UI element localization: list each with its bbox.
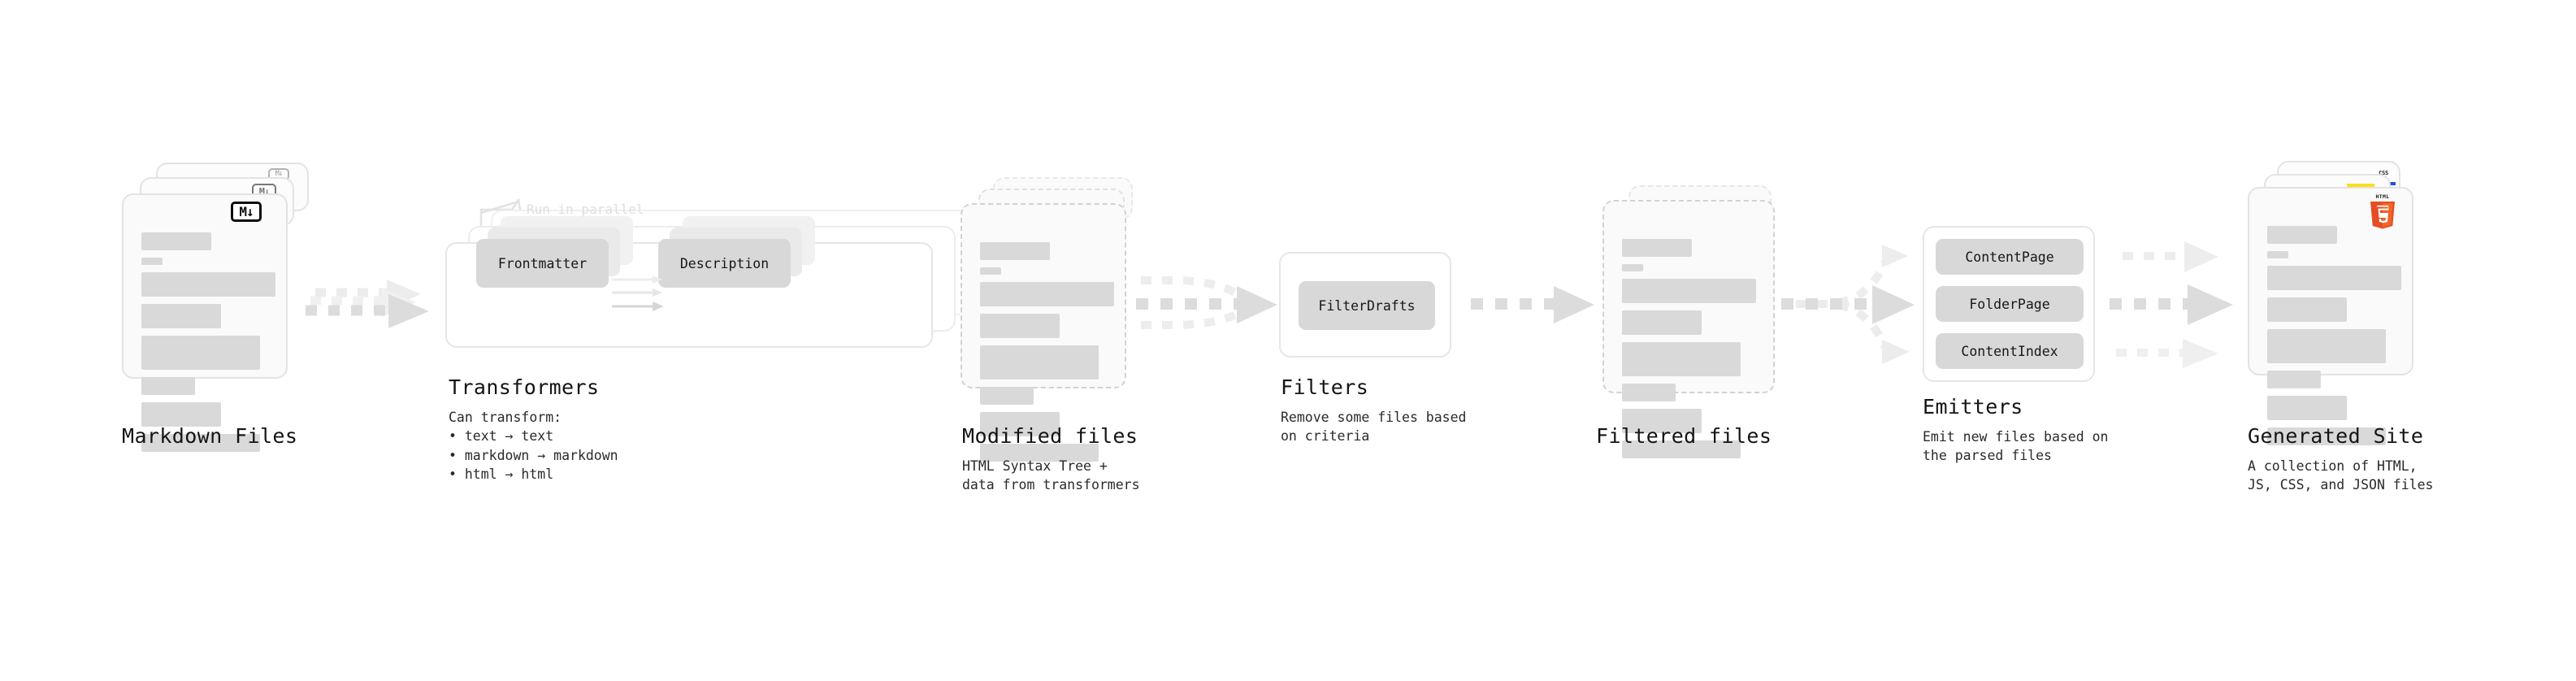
sheet-text-line xyxy=(2267,226,2337,244)
stage-title: Markdown Files xyxy=(122,424,298,448)
emitter-chip-contentindex[interactable]: ContentIndex xyxy=(1936,333,2084,369)
modified-sheet-front xyxy=(961,203,1126,462)
transformers-box-front: Frontmatter Description xyxy=(445,216,933,348)
sheet-text-line xyxy=(141,304,221,328)
sheet-text-line xyxy=(2267,251,2288,258)
stage-subtitle: HTML Syntax Tree + data from transformer… xyxy=(962,458,1140,493)
html5-badge: HTML xyxy=(2370,193,2395,229)
caption-filters: Filters Remove some files based on crite… xyxy=(1281,375,1541,446)
stage-subtitle: Can transform: • text → text • markdown … xyxy=(449,410,618,483)
filters-box: FilterDrafts xyxy=(1279,252,1451,358)
stage-title: Emitters xyxy=(1923,395,2023,419)
caption-transformers: Transformers Can transform: • text → tex… xyxy=(449,375,741,484)
sheet-text-line xyxy=(141,402,221,427)
sheet-text-line xyxy=(2267,396,2347,420)
connector-md-to-transformers xyxy=(306,280,429,328)
sheet-text-line xyxy=(1622,384,1676,401)
emitter-chip-folderpage[interactable]: FolderPage xyxy=(1936,286,2084,322)
caption-modified-files: Modified files HTML Syntax Tree + data f… xyxy=(962,424,1238,495)
sheet-text-line xyxy=(141,434,260,452)
sheet-text-line xyxy=(980,267,1001,275)
stage-subtitle: Emit new files based on the parsed files xyxy=(1923,429,2109,464)
connector-filtered-to-emitters xyxy=(1781,245,1915,364)
transformer-inner-arrows xyxy=(612,275,664,311)
sheet-text-line xyxy=(980,242,1050,260)
site-sheet-lines xyxy=(2267,226,2401,453)
connector-filters-to-filtered xyxy=(1471,286,1594,323)
stage-subtitle: A collection of HTML, JS, CSS, and JSON … xyxy=(2248,458,2434,493)
markdown-badge-front: M↓ xyxy=(231,202,262,222)
sheet-text-line xyxy=(141,377,195,395)
stage-title: Filtered files xyxy=(1596,424,1772,448)
caption-emitters: Emitters Emit new files based on the par… xyxy=(1923,395,2207,466)
sheet-text-line xyxy=(2267,427,2386,445)
sheet-text-line xyxy=(141,272,275,297)
caption-markdown-files: Markdown Files xyxy=(122,424,390,457)
sheet-text-line xyxy=(1622,239,1692,257)
sheet-text-line xyxy=(2267,297,2347,322)
sheet-text-line xyxy=(141,232,211,250)
sheet-text-line xyxy=(141,258,163,265)
markdown-sheet-front xyxy=(122,193,288,452)
stage-title: Modified files xyxy=(962,424,1138,448)
sheet-text-line xyxy=(980,314,1060,338)
caption-filtered-files: Filtered files xyxy=(1596,424,1864,457)
sheet-text-line xyxy=(980,444,1099,462)
sheet-text-line xyxy=(1622,342,1741,376)
sheet-text-line xyxy=(980,387,1034,405)
markdown-sheet-lines xyxy=(141,232,275,459)
emitter-chip-contentpage[interactable]: ContentPage xyxy=(1936,239,2084,275)
filter-chip-filterdrafts[interactable]: FilterDrafts xyxy=(1299,281,1435,330)
modified-sheet-lines xyxy=(980,242,1114,469)
svg-text:HTML: HTML xyxy=(2376,193,2390,200)
sheet-text-line xyxy=(980,282,1114,306)
markdown-badge-glyph: M↓ xyxy=(275,170,284,178)
connector-emitters-to-site xyxy=(2110,241,2233,368)
run-in-parallel-label: Run in parallel xyxy=(527,202,644,217)
markdown-badge-glyph: M↓ xyxy=(239,203,254,219)
stage-title: Generated Site xyxy=(2248,424,2424,448)
sheet-text-line xyxy=(1622,264,1643,271)
stage-title: Transformers xyxy=(449,375,600,399)
sheet-text-line xyxy=(1622,279,1756,303)
sheet-text-line xyxy=(2267,266,2401,290)
emitters-box: ContentPage FolderPage ContentIndex xyxy=(1923,226,2095,382)
sheet-text-line xyxy=(980,412,1060,436)
sheet-text-line xyxy=(2267,371,2321,388)
sheet-text-line xyxy=(141,336,260,370)
transformer-chip-description[interactable]: Description xyxy=(658,239,791,288)
connector-modified-to-filters xyxy=(1136,276,1277,329)
stage-subtitle: Remove some files based on criteria xyxy=(1281,410,1467,445)
sheet-text-line xyxy=(1622,440,1741,458)
sheet-text-line xyxy=(1622,310,1702,335)
sheet-text-line xyxy=(2267,329,2386,363)
stage-title: Filters xyxy=(1281,375,1369,399)
caption-generated-site: Generated Site A collection of HTML, JS,… xyxy=(2248,424,2532,495)
sheet-text-line xyxy=(1622,409,1702,433)
sheet-text-line xyxy=(980,345,1099,380)
filtered-sheet-front xyxy=(1602,200,1775,458)
transformer-chip-frontmatter[interactable]: Frontmatter xyxy=(476,239,609,288)
filtered-sheet-lines xyxy=(1622,239,1757,466)
